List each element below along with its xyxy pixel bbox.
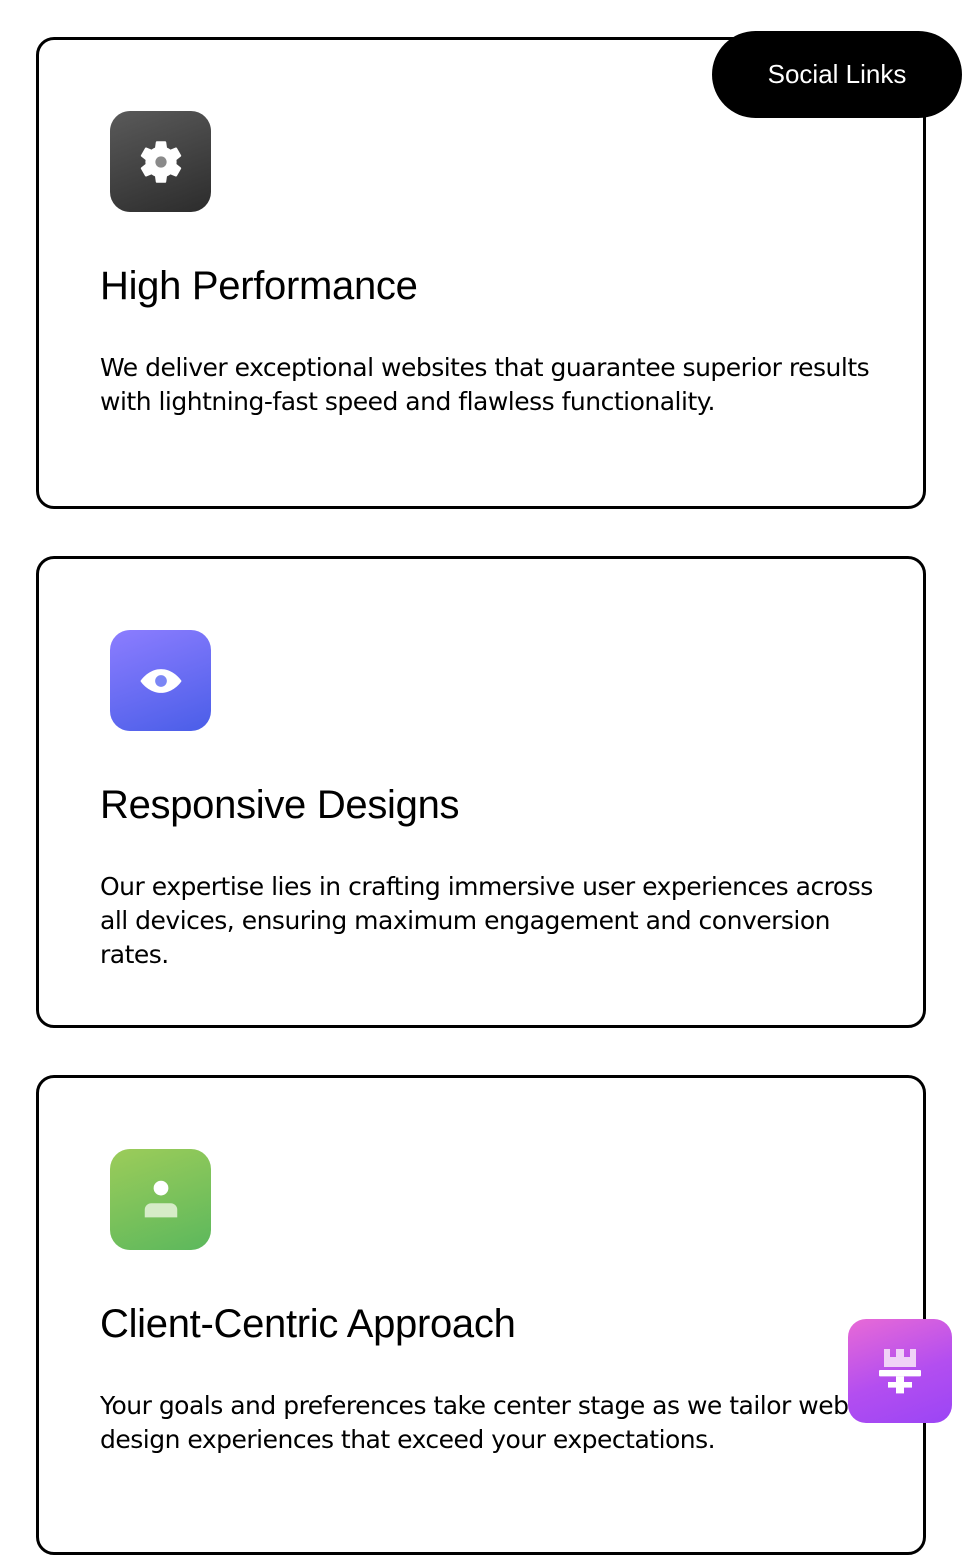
feature-card-responsive-designs: Responsive Designs Our expertise lies in… bbox=[36, 556, 926, 1028]
social-links-button[interactable]: Social Links bbox=[712, 31, 962, 118]
gear-icon bbox=[140, 140, 181, 183]
user-icon-tile bbox=[110, 1149, 211, 1250]
card-description: Your goals and preferences take center s… bbox=[100, 1391, 849, 1454]
eye-icon bbox=[139, 668, 182, 693]
floating-pin-button[interactable] bbox=[848, 1319, 952, 1423]
card-description: We deliver exceptional websites that gua… bbox=[100, 353, 870, 416]
feature-card-client-centric: Client-Centric Approach Your goals and p… bbox=[36, 1075, 926, 1555]
eye-icon-tile bbox=[110, 630, 211, 731]
gear-icon-tile bbox=[110, 111, 211, 212]
card-title: Client-Centric Approach bbox=[100, 1302, 516, 1346]
card-title: Responsive Designs bbox=[100, 783, 460, 827]
pin-icon bbox=[879, 1349, 921, 1394]
card-title: High Performance bbox=[100, 264, 418, 308]
user-icon bbox=[144, 1180, 177, 1217]
card-description: Our expertise lies in crafting immersive… bbox=[100, 872, 873, 969]
